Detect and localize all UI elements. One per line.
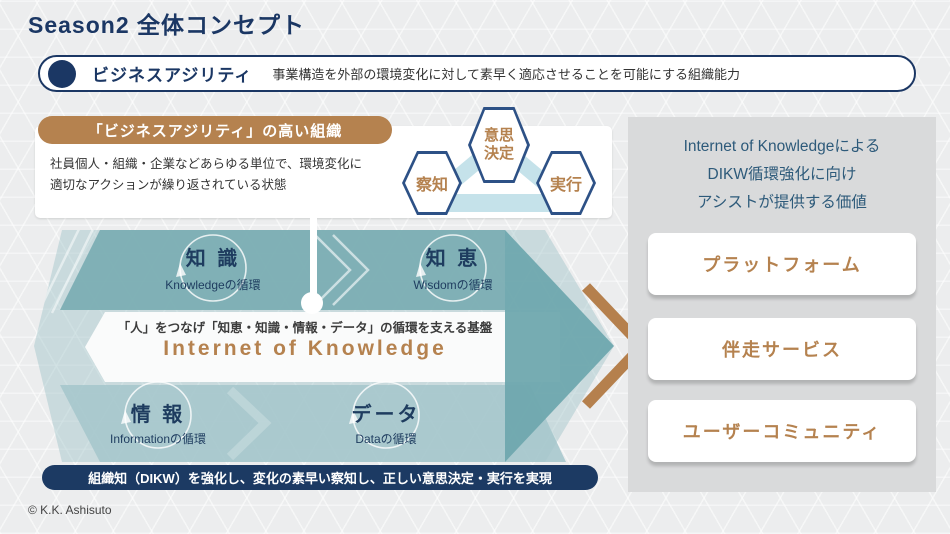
value-item-support-service: 伴走サービス (648, 318, 916, 380)
bullet-icon (48, 59, 76, 88)
knowledge-subtitle: Knowledgeの循環 (165, 278, 261, 292)
chevron-icon (226, 386, 272, 461)
platform-title: Internet of Knowledge (163, 337, 447, 360)
value-panel: Internet of Knowledgeによる DIKW循環強化に向け アシス… (628, 117, 936, 492)
value-panel-title-line: DIKW循環強化に向け (707, 166, 857, 183)
knowledge-title: 知 識 (185, 248, 241, 270)
cycle-arrow-icon (121, 381, 192, 449)
sense-hexagon: 察知 (402, 151, 462, 215)
value-item-platform: プラットフォーム (648, 233, 916, 295)
information-subtitle: Informationの循環 (109, 432, 207, 446)
value-panel-title-line: アシストが提供する価値 (697, 194, 867, 211)
banner-label: ビジネスアジリティ (92, 66, 253, 85)
platform-band (85, 312, 560, 382)
decision-label-line2: 決定 (483, 145, 514, 162)
wisdom-title: 知 恵 (425, 248, 481, 270)
banner-description: 事業構造を外部の環境変化に対して素早く適応させることを可能にする組織能力 (272, 67, 741, 82)
data-title: データ (351, 404, 421, 426)
description-line: 適切なアクションが繰り返されている状態 (50, 178, 287, 192)
information-title: 情 報 (130, 404, 186, 426)
cycle-arrow-icon (176, 234, 247, 302)
cycle-arrow-icon (349, 381, 420, 449)
data-subtitle: Dataの循環 (355, 432, 417, 446)
connector-node (301, 292, 323, 314)
wisdom-subtitle: Wisdomの循環 (413, 278, 493, 292)
knowledge-wisdom-band (60, 230, 505, 310)
information-data-band (60, 385, 566, 462)
arrowhead-shape (505, 230, 614, 462)
action-label: 実行 (549, 177, 582, 194)
hex-connector (436, 194, 558, 212)
business-agility-banner: ビジネスアジリティ 事業構造を外部の環境変化に対して素早く適応させることを可能に… (38, 55, 916, 92)
cycle-arrow-icon (416, 234, 487, 302)
sense-label: 察知 (415, 177, 448, 194)
dikw-cycle-diagram (34, 230, 646, 462)
action-hexagon: 実行 (536, 151, 596, 215)
decision-label-line1: 意思 (483, 127, 514, 144)
value-panel-title: Internet of Knowledgeによる DIKW循環強化に向け アシス… (628, 133, 936, 217)
outcome-banner: 組織知（DIKW）を強化し、変化の素早い察知し、正しい意思決定・実行を実現 (42, 465, 598, 490)
agile-organization-description: 社員個人・組織・企業などあらゆる単位で、環境変化に 適切なアクションが繰り返され… (50, 154, 362, 196)
value-item-user-community: ユーザーコミュニティ (648, 400, 916, 462)
copyright: © K.K. Ashisuto (28, 503, 112, 517)
chevron-icon (314, 234, 352, 306)
value-panel-title-line: Internet of Knowledgeによる (683, 138, 881, 155)
description-line: 社員個人・組織・企業などあらゆる単位で、環境変化に (50, 157, 363, 171)
page-title: Season2 全体コンセプト (28, 12, 305, 38)
platform-caption: 「人」をつなげ「知恵・知識・情報・データ」の循環を支える基盤 (117, 321, 493, 335)
chevron-icon (332, 234, 370, 306)
agile-organization-header: 「ビジネスアジリティ」の高い組織 (38, 116, 392, 144)
connector-line (310, 218, 317, 303)
